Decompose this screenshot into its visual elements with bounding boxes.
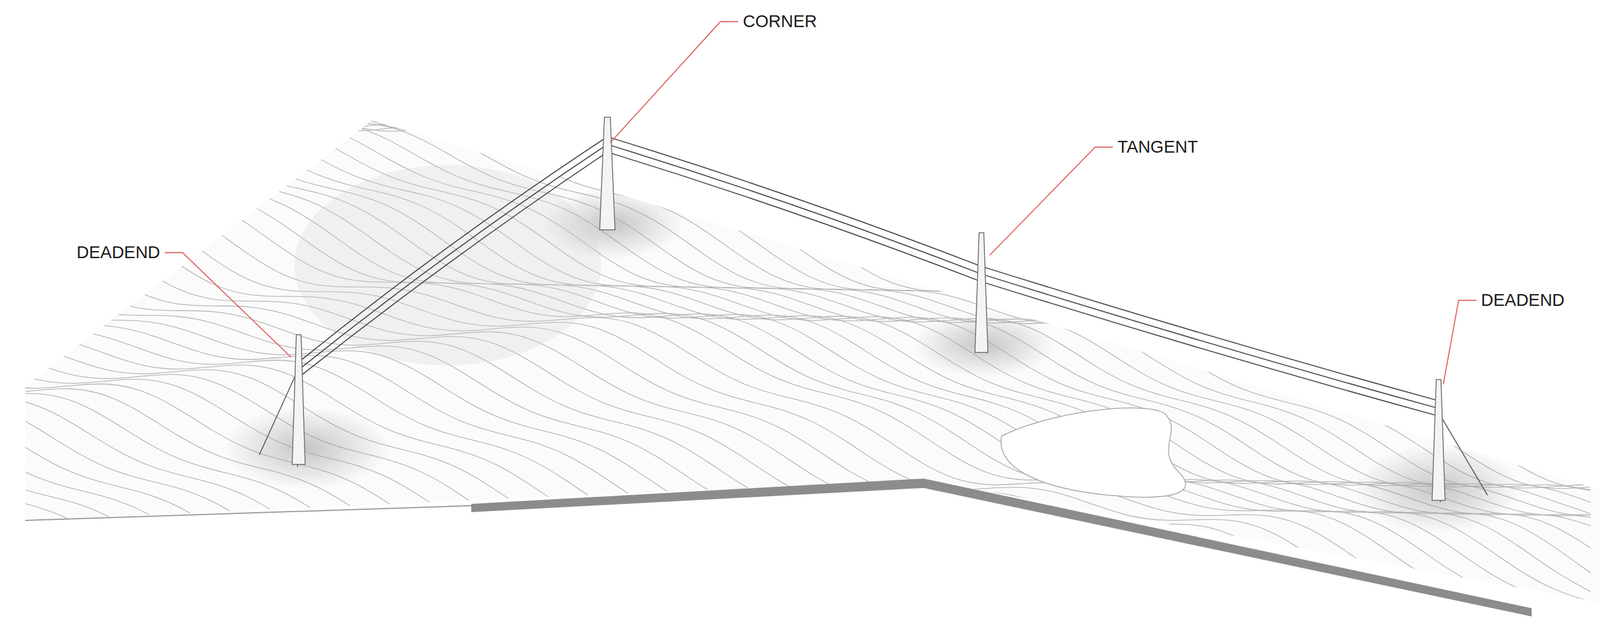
contour-line	[0, 229, 1591, 620]
contour-line	[0, 0, 1591, 395]
contour-line	[0, 383, 1591, 620]
contour-line	[0, 0, 1591, 425]
poles	[292, 117, 1446, 501]
contour-line	[0, 0, 1591, 332]
contour-line	[0, 0, 1591, 330]
contour-line	[0, 0, 1591, 334]
guy-wires	[259, 368, 1488, 502]
contour-line	[0, 286, 1591, 620]
contour-line	[0, 396, 1591, 620]
terrain-edge	[471, 478, 1532, 617]
contour-line	[0, 0, 1591, 332]
contour-line	[0, 313, 1591, 620]
contour-line	[0, 482, 1591, 620]
contour-line	[0, 328, 1591, 620]
contour-line	[0, 0, 1591, 352]
contour-line	[0, 349, 1591, 620]
contour-line	[0, 108, 1591, 573]
contour-line	[0, 615, 1591, 620]
contour-line	[0, 553, 1591, 620]
contour-line	[0, 0, 1591, 489]
contour-line	[0, 19, 1591, 502]
contour-line	[0, 70, 1591, 517]
leader-lines	[164, 21, 1477, 385]
contour-line	[0, 0, 1591, 490]
callout-label: CORNER	[740, 11, 820, 32]
contour-line	[0, 118, 1591, 620]
contour-line	[0, 201, 1591, 620]
contour-line	[0, 0, 1591, 445]
contour-line	[0, 255, 1591, 620]
callout-label: DEADEND	[1478, 290, 1568, 310]
contour-line	[0, 334, 1591, 620]
terrain-edge	[25, 505, 472, 521]
contour-line	[0, 45, 1591, 514]
contour-line	[0, 368, 1591, 620]
contour-line	[0, 338, 1591, 620]
leader-line	[1443, 300, 1477, 385]
contour-line	[0, 607, 1591, 620]
contour-line	[0, 118, 1591, 608]
contour-line	[0, 119, 1591, 592]
leader-line	[610, 21, 739, 143]
contour-line	[0, 510, 1591, 620]
contour-line	[0, 0, 1591, 405]
contour-line	[0, 118, 1591, 602]
contour-line	[0, 137, 1591, 620]
contour-line	[0, 0, 1591, 469]
contour-line	[0, 212, 1591, 620]
contour-line	[0, 458, 1591, 620]
callout-label: DEADEND	[74, 242, 163, 263]
contour-line	[0, 186, 1591, 620]
conductors	[300, 136, 1439, 416]
contour-line	[0, 583, 1591, 620]
contour-line	[0, 388, 1591, 620]
contour-line	[0, 88, 1591, 526]
pond-outline	[1000, 407, 1186, 497]
callout-label: TANGENT	[1115, 137, 1200, 157]
contour-line	[0, 393, 1591, 620]
contour-line	[0, 0, 1591, 486]
contour-line	[0, 116, 1591, 620]
contour-line	[0, 95, 1591, 548]
contour-line	[0, 84, 1591, 516]
contour-line	[0, 0, 1591, 491]
contour-line	[0, 0, 1591, 334]
contour-line	[0, 497, 1591, 620]
terrain-shading	[223, 164, 1520, 534]
leader-line	[989, 147, 1113, 256]
leader-line	[164, 252, 292, 357]
